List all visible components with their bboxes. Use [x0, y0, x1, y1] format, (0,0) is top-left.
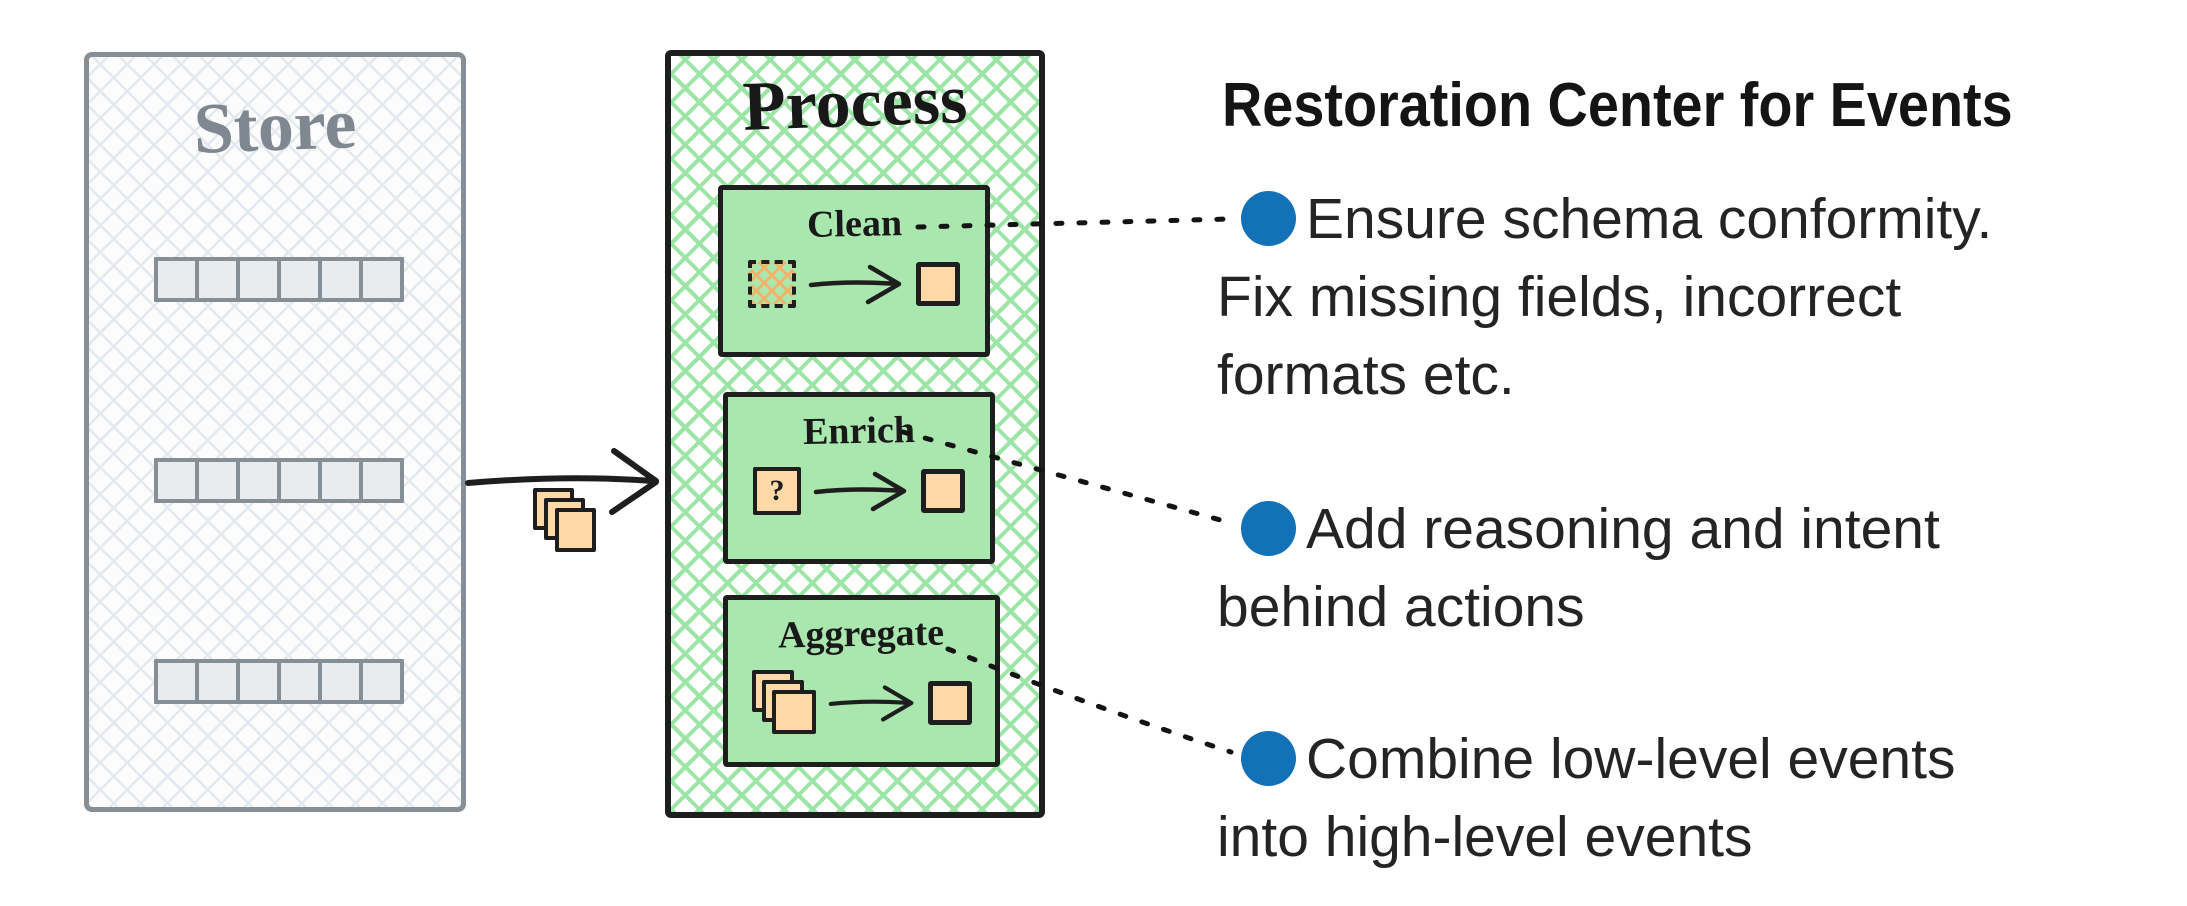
- arrow-right-icon: [828, 685, 913, 722]
- store-record-cell: [359, 458, 404, 503]
- step-clean-label: Clean: [806, 202, 902, 246]
- blue-bullet-icon: [1241, 191, 1296, 246]
- store-record-cell: [195, 257, 240, 302]
- event-square-icon: [555, 508, 596, 552]
- store-record-row: [154, 257, 404, 302]
- aggregated-event-icon: [927, 681, 972, 725]
- step-aggregate-box: Aggregate: [723, 595, 1000, 767]
- store-title: Store: [192, 83, 358, 169]
- note-item: Add reasoning and intent behind actions: [1217, 490, 2187, 646]
- store-record-cell: [195, 659, 240, 704]
- store-record-cell: [277, 659, 322, 704]
- question-square-icon: ?: [753, 467, 801, 515]
- store-record-cell: [154, 257, 199, 302]
- step-clean-row: [748, 260, 960, 308]
- blue-bullet-icon: [1241, 731, 1296, 786]
- note-item: Combine low-level events into high-level…: [1217, 720, 2187, 876]
- store-record-cell: [359, 659, 404, 704]
- blue-bullet-icon: [1241, 501, 1296, 556]
- store-record-cell: [154, 458, 199, 503]
- event-stack-icon: [751, 670, 816, 736]
- store-record-cell: [277, 257, 322, 302]
- store-record-cell: [236, 257, 281, 302]
- store-record-cell: [195, 458, 240, 503]
- store-record-cell: [359, 257, 404, 302]
- store-record-cell: [318, 458, 363, 503]
- store-record-row: [154, 458, 404, 503]
- step-aggregate-row: [751, 670, 972, 736]
- dirty-event-icon: [748, 260, 796, 308]
- store-record-cell: [318, 659, 363, 704]
- step-enrich-box: Enrich ?: [723, 392, 995, 564]
- events-stack-icon: [533, 488, 599, 556]
- step-enrich-row: ?: [753, 467, 965, 515]
- store-record-cell: [318, 257, 363, 302]
- store-box: Store: [84, 52, 466, 812]
- store-record-cell: [236, 659, 281, 704]
- arrow-right-icon: [813, 471, 907, 512]
- enriched-event-icon: [921, 469, 965, 513]
- event-square-icon: [771, 690, 816, 734]
- note-text: Combine low-level events into high-level…: [1217, 727, 1956, 869]
- note-text: Ensure schema conformity. Fix missing fi…: [1217, 187, 1993, 407]
- step-aggregate-label: Aggregate: [778, 611, 945, 657]
- step-enrich-label: Enrich: [802, 409, 916, 453]
- store-record-cell: [154, 659, 199, 704]
- step-clean-box: Clean: [718, 185, 990, 357]
- process-title: Process: [741, 61, 969, 146]
- store-record-cell: [277, 458, 322, 503]
- store-record-cell: [236, 458, 281, 503]
- clean-event-icon: [916, 262, 960, 306]
- note-item: Ensure schema conformity. Fix missing fi…: [1217, 180, 2187, 414]
- notes-title: Restoration Center for Events: [1222, 71, 2013, 140]
- arrow-right-icon: [808, 264, 902, 305]
- process-box: Process Clean Enrich ? Aggregate: [665, 50, 1045, 818]
- note-text: Add reasoning and intent behind actions: [1217, 497, 1940, 639]
- store-record-row: [154, 659, 404, 704]
